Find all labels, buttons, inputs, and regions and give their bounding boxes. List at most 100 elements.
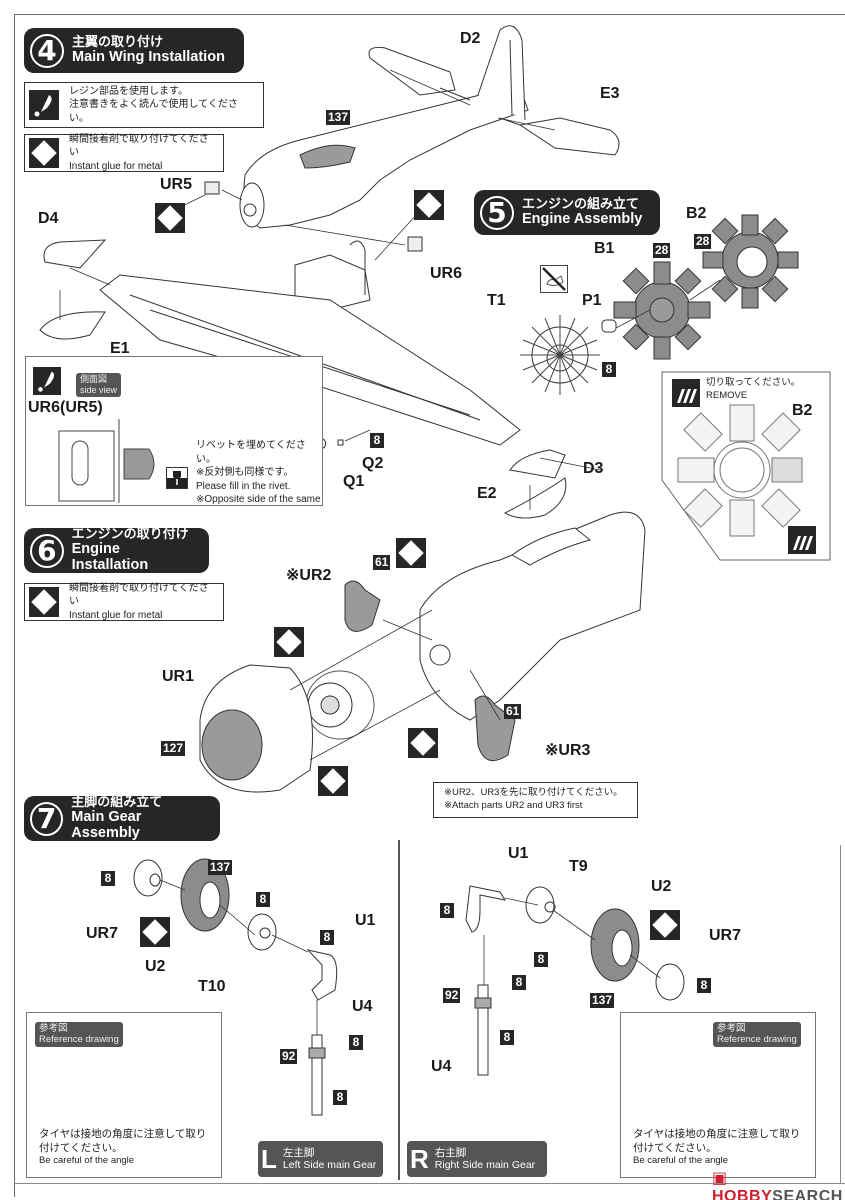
stabilizer-e3-drawing [499,117,620,156]
part-ur5-drawing [204,181,220,195]
part-label-d2: D2 [460,30,481,47]
color-chip-61: 61 [504,704,522,719]
step7-title-en: Main Gear Assembly [71,808,142,841]
color-chip-8: 8 [349,1035,363,1050]
part-label-b2: B2 [686,205,707,222]
page-border-right [840,845,841,1183]
strut-u4-left-drawing [308,1034,326,1116]
resin-warning-icon [29,90,59,120]
step7-title-jp: 主脚の組み立て [71,794,163,810]
color-chip-8: 8 [512,975,526,990]
step4-glue-note: 瞬間接着剤で取り付けてください Instant glue for metal [24,134,224,172]
color-chip-8: 8 [602,362,616,377]
part-label-u4-left: U4 [352,998,373,1015]
engine-b2-drawing [702,214,799,309]
part-label-d3: D3 [583,460,604,477]
wheel-ur7-right-drawing [655,963,685,1001]
no-glue-icon [540,265,568,293]
part-ur6-drawing [407,236,423,252]
resin-note-line1: レジン部品を使用します。 [69,85,188,97]
step7-header: 7 主脚の組み立て Main Gear Assembly [24,794,220,841]
part-ur3-drawing [474,695,516,762]
part-label-b2-remove: B2 [792,402,813,419]
side-view-drawing [58,419,155,503]
instant-glue-icon [155,203,185,233]
color-chip-92: 92 [443,988,461,1003]
instant-glue-icon [396,538,426,568]
fuselage-step6-drawing [419,511,646,721]
glue-note-line1: 瞬間接着剤で取り付けてください [69,133,209,159]
color-chip-8: 8 [534,952,548,967]
wingtip-e2-drawing [503,477,567,519]
color-chip-8: 8 [101,871,115,886]
color-chip-28: 28 [694,234,712,249]
part-q2-drawing [337,439,344,446]
step4-number: 4 [30,33,64,68]
part-label-d4: D4 [38,210,59,227]
part-label-u2-right: U2 [651,878,672,895]
page-border-left [14,14,15,1197]
part-label-ur6: UR6 [430,265,463,282]
color-chip-28: 28 [653,243,671,258]
step6-title-jp: エンジンの取り付け [71,526,189,542]
color-chip-92: 92 [280,1049,298,1064]
part-label-t1: T1 [487,292,506,309]
part-label-ur3: ※UR3 [545,742,591,759]
part-label-ur7-left: UR7 [86,925,119,942]
tire-u2-right-drawing [590,908,640,982]
part-label-u4-right: U4 [431,1058,452,1075]
cowling-ur1-drawing [199,664,313,793]
step6-title-en: Engine Installation [71,540,149,573]
color-chip-137: 137 [208,860,233,875]
page-border-bottom [14,1183,845,1184]
left-side-tag: L 左主脚 Left Side main Gear [258,1141,383,1177]
instant-glue-icon [408,728,438,758]
glue-note-line1: 瞬間接着剤で取り付けてください [69,582,209,608]
part-label-p1: P1 [582,292,602,309]
color-chip-8: 8 [440,903,454,918]
instant-glue-icon [29,587,59,617]
hobby-search-logo-icon: ▣ [712,1170,728,1187]
side-view-tag: 側面図 side view [76,373,122,397]
tire-u2-left-drawing [180,858,230,932]
reference-note: タイヤは接地の角度に注意して取り 付けてください。 Be careful of … [39,1128,207,1167]
side-view-box: 側面図 side view UR6(UR5) リベットを埋めてください。 ※反対… [25,356,323,506]
reference-box-left: 参考図 Reference drawing タイヤは接地の角度に注意して取り 付… [26,1012,222,1178]
wingtip-d4-drawing [43,239,107,269]
part-label-t9: T9 [569,858,588,875]
right-side-tag: R 右主脚 Right Side main Gear [407,1141,547,1177]
step4-title-en: Main Wing Installation [72,48,225,65]
instant-glue-icon [318,766,348,796]
engine-assembled-drawing [305,670,375,740]
instant-glue-icon [274,627,304,657]
wheel-t9-drawing [525,886,556,924]
glue-note-line2: Instant glue for metal [69,609,163,621]
color-chip-8: 8 [256,892,270,907]
strut-u4-right-drawing [474,984,492,1076]
instant-glue-icon [414,190,444,220]
step6-header: 6 エンジンの取り付け Engine Installation [24,526,209,573]
wheel-ur7-left-drawing [133,859,163,897]
cut-remove-icon [788,526,816,554]
part-label-u1-left: U1 [355,912,376,929]
part-label-q1: Q1 [343,473,365,490]
side-letter-r: R [410,1144,429,1174]
step5-number: 5 [480,195,514,230]
b2-remove-detail-drawing [677,404,803,537]
reference-tag: 参考図 Reference drawing [713,1022,801,1047]
remove-note: 切り取ってください。 REMOVE [706,377,801,401]
fuselage-drawing [239,25,529,229]
part-label-t10: T10 [198,978,226,995]
color-chip-137: 137 [590,993,615,1008]
part-label-u2-left: U2 [145,958,166,975]
step5-header: 5 エンジンの組み立て Engine Assembly [474,190,660,235]
side-view-note: リベットを埋めてください。 ※反対側も同様です。 Please fill in … [196,440,321,505]
cut-remove-icon [672,379,700,407]
step5-title-en: Engine Assembly [522,210,643,227]
part-label-e1: E1 [110,340,130,357]
color-chip-8: 8 [500,1030,514,1045]
instant-glue-icon [29,138,59,168]
resin-warning-icon [33,367,61,395]
strut-u1-right-drawing [465,885,507,933]
step4-title-jp: 主翼の取り付け [72,34,164,50]
